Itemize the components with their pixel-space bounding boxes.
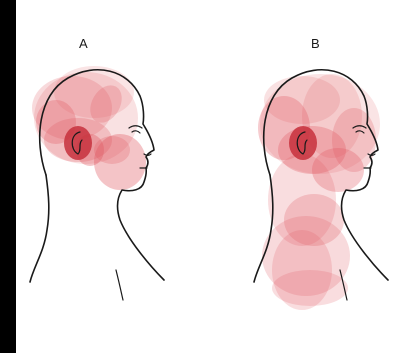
- ear-icon-a: [64, 126, 92, 160]
- head-a: [30, 66, 164, 300]
- ear-icon-b: [289, 126, 317, 160]
- pain-zones-b: [258, 74, 380, 310]
- illustration: [16, 0, 420, 353]
- head-b: [254, 70, 388, 310]
- figure-panel: A B: [16, 0, 420, 353]
